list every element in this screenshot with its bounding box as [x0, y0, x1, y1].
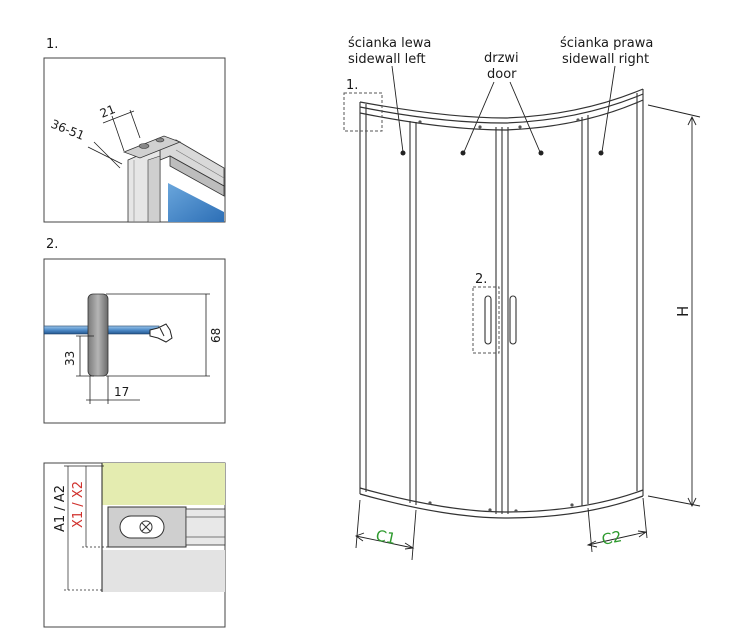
vertical-profiles: [359, 89, 644, 514]
label-right-en: sidewall right: [562, 52, 649, 67]
detail-1-dimension-lines: [87, 109, 141, 169]
c1-dimension: [355, 499, 417, 561]
label-left-pl: ścianka lewa: [348, 36, 431, 51]
door-handles: [484, 295, 517, 345]
detail-1: 1. 21 36-51: [43, 37, 226, 223]
detail-2-frame: [43, 258, 226, 424]
hand-pointer-icon: [149, 323, 173, 343]
callout-1-label: 1.: [346, 78, 358, 93]
profile-corner-illustration: [122, 135, 225, 223]
callout-2-label: 2.: [475, 272, 487, 287]
label-right-pl: ścianka prawa: [560, 36, 653, 51]
floor-area: [102, 550, 225, 592]
callout-box-2: [472, 286, 500, 354]
detail-2-dim-height: 68: [209, 328, 223, 343]
detail-3-dimension-lines: [64, 465, 108, 591]
detail-3-label-x: X1 / X2: [71, 481, 86, 528]
dim-c1-label: C1: [374, 526, 397, 548]
detail-1-number: 1.: [46, 37, 58, 52]
c2-dimension: [586, 497, 648, 553]
shower-enclosure-drawing: ścianka lewa sidewall left drzwi door śc…: [343, 36, 701, 561]
detail-1-dim-width: 21: [98, 102, 117, 121]
wall-area: [102, 463, 225, 505]
dim-c2-label: C2: [600, 527, 623, 549]
wall-profile-bracket: [107, 506, 226, 548]
label-door-pl: drzwi: [484, 51, 519, 66]
detail-3-label-a: A1 / A2: [53, 485, 68, 532]
dim-h-label: H: [674, 306, 692, 317]
detail-2-dim-offset: 33: [63, 351, 77, 366]
detail-2-dim-width: 17: [114, 385, 129, 399]
detail-2-number: 2.: [46, 237, 58, 252]
detail-2: 2. 68 33 17: [43, 237, 226, 424]
detail-2-dimension-lines: [76, 293, 210, 404]
detail-3: A1 / A2 X1 / X2: [43, 462, 226, 628]
callout-box-1: [343, 92, 383, 132]
handle-bar: [87, 293, 109, 377]
height-dimension: [647, 104, 701, 508]
label-left-en: sidewall left: [348, 52, 426, 67]
top-rail: [359, 88, 644, 131]
label-door-en: door: [487, 67, 517, 82]
